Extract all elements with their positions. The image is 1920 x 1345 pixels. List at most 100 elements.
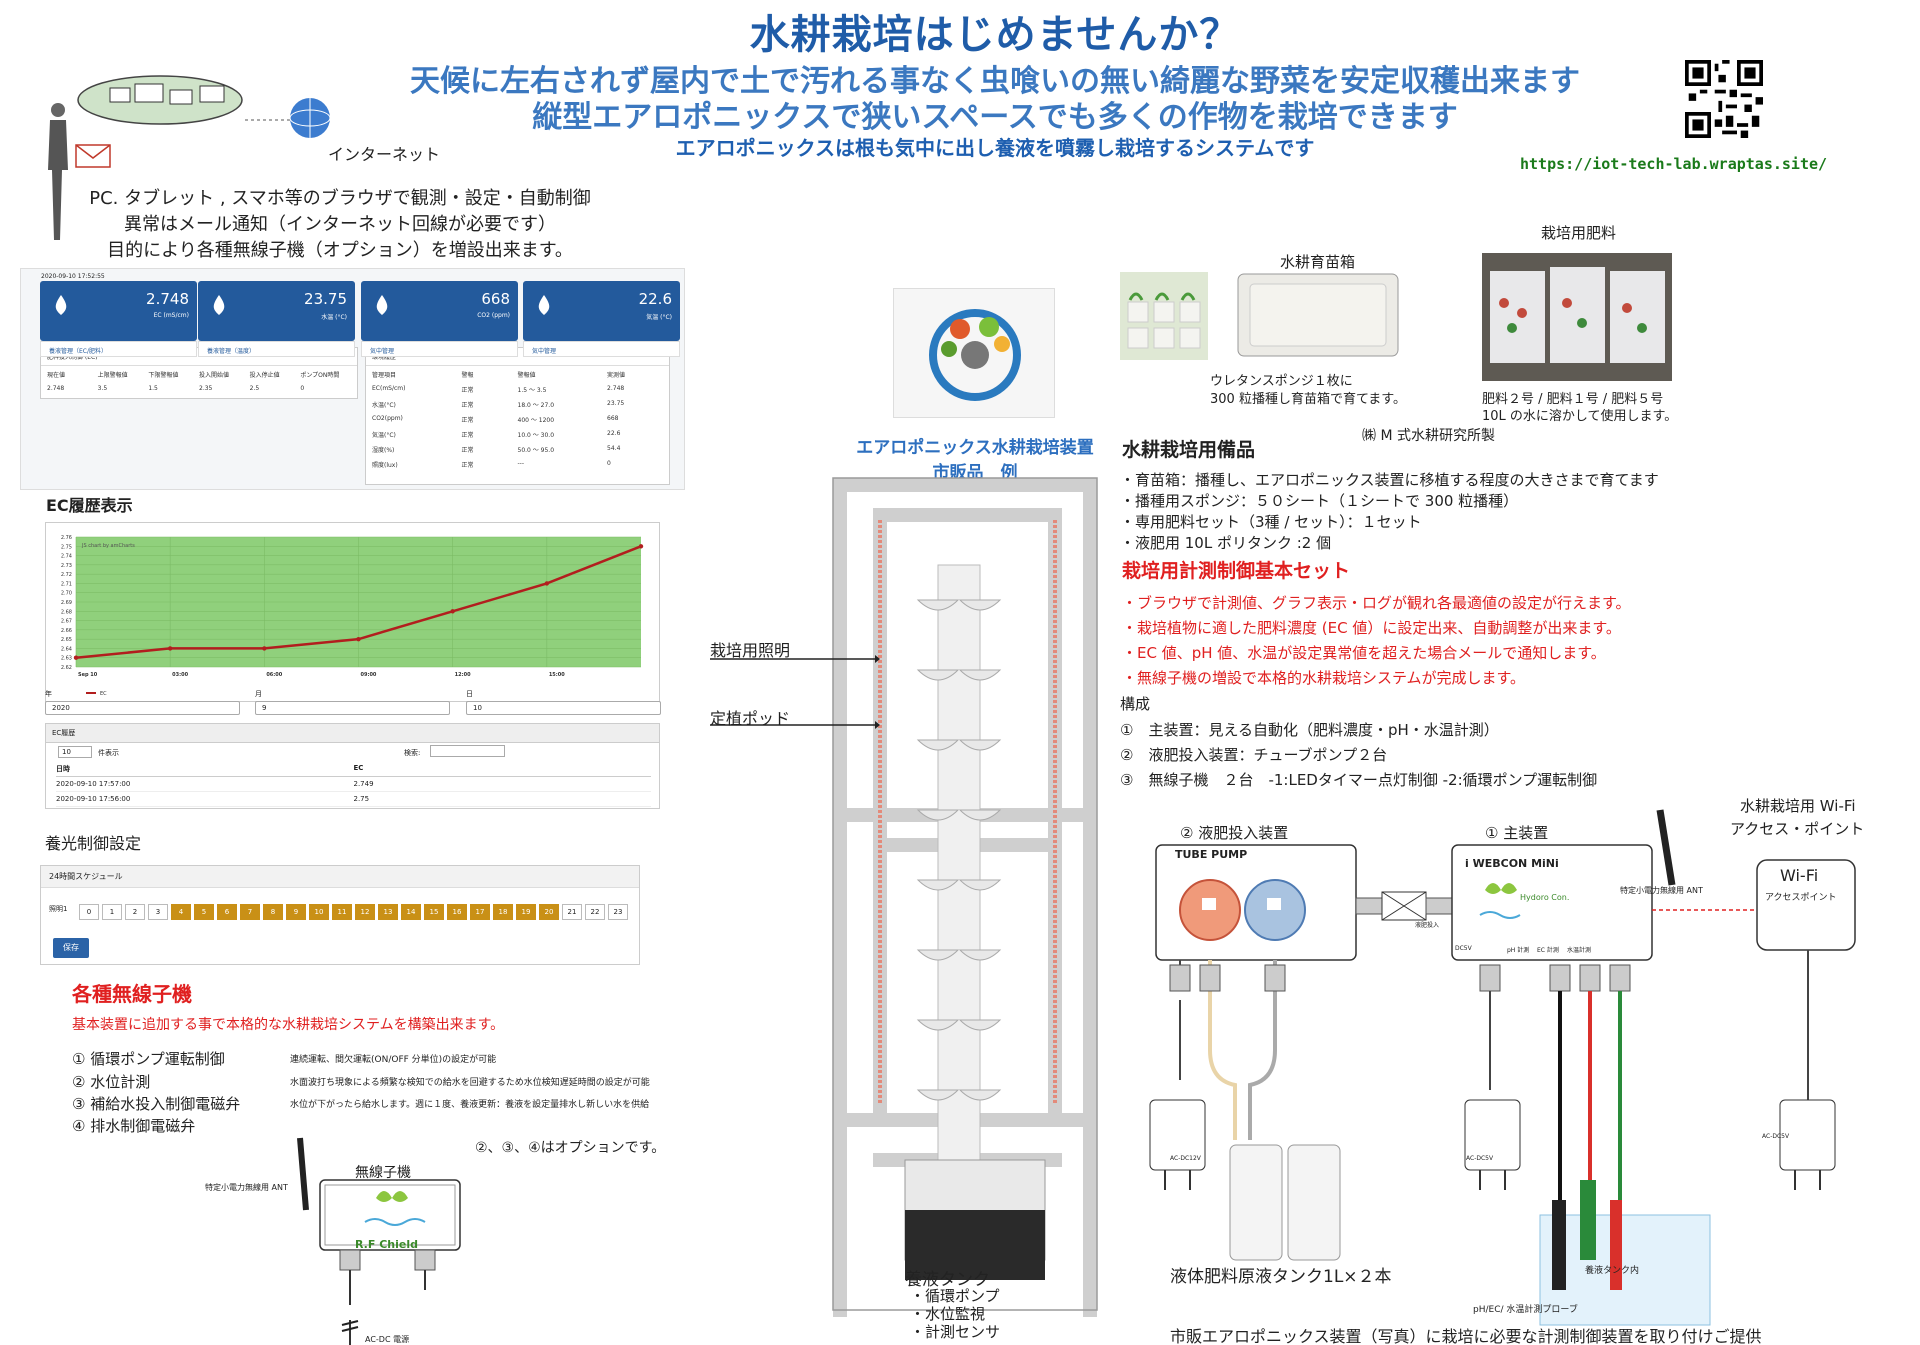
x-tick-label: 09:00 xyxy=(361,672,377,678)
table-row: 2020-09-10 17:56:00 2.75 xyxy=(56,792,651,807)
hour-toggle[interactable]: 5 xyxy=(194,904,214,920)
hour-toggle[interactable]: 14 xyxy=(401,904,421,920)
stat-card-link[interactable]: 気中管理 xyxy=(523,341,680,357)
intro-line-2: 異常はメール通知（インターネット回線が必要です） xyxy=(124,214,556,235)
hour-toggle[interactable]: 2 xyxy=(125,904,145,920)
label-arrows xyxy=(710,655,880,729)
hour-toggle[interactable]: 1 xyxy=(102,904,122,920)
basic-set-item: ・無線子機の増設で本格的水耕栽培システムが完成します。 xyxy=(1122,669,1526,687)
maker-label: ㈱ M 式水耕研究所製 xyxy=(1362,428,1495,444)
sponge-note-2: 300 粒播種し育苗箱で育てます。 xyxy=(1210,392,1406,407)
stat-card-link[interactable]: 気中管理 xyxy=(361,341,518,357)
hour-toggle[interactable]: 4 xyxy=(171,904,191,920)
logo-image xyxy=(893,288,1055,418)
date-select[interactable]: 2020 xyxy=(45,701,240,715)
env-panel-title: 環境履歴 xyxy=(366,348,669,366)
table-cell: 正常 xyxy=(461,417,474,424)
per-page-select[interactable]: 10 xyxy=(58,746,92,758)
supply-item: ・播種用スポンジ：５０シート（１シートで 300 粒播種） xyxy=(1120,492,1519,510)
ec-data-point xyxy=(638,544,644,549)
table-header: 現在値 xyxy=(47,372,66,379)
hour-toggle[interactable]: 11 xyxy=(332,904,352,920)
port-label: DC5V xyxy=(1455,945,1472,952)
wifi-title-2: アクセス・ポイント xyxy=(1730,820,1865,838)
pump-name: TUBE PUMP xyxy=(1175,848,1248,861)
intro-line-1: PC. タブレット , スマホ等のブラウザで観測・設定・自動制御 xyxy=(89,188,591,209)
hour-toggle[interactable]: 15 xyxy=(424,904,444,920)
wireless-item: ① 循環ポンプ運転制御 xyxy=(72,1050,225,1068)
table-cell: 1.5 ～ 3.5 xyxy=(517,387,547,394)
hour-toggle[interactable]: 8 xyxy=(263,904,283,920)
table-cell: 湿度(%) xyxy=(372,447,395,454)
table-cell: 18.0 ～ 27.0 xyxy=(517,402,555,409)
hour-toggle[interactable]: 0 xyxy=(79,904,99,920)
aeroponic-tower-diagram xyxy=(832,477,1098,1317)
network-illustration xyxy=(40,60,360,240)
hour-toggle[interactable]: 22 xyxy=(585,904,605,920)
date-select[interactable]: 9 xyxy=(255,701,450,715)
hour-toggle[interactable]: 10 xyxy=(309,904,329,920)
hour-toggle[interactable]: 16 xyxy=(447,904,467,920)
hour-toggle[interactable]: 20 xyxy=(539,904,559,920)
table-header: ポンプON時間 xyxy=(300,372,340,379)
table-cell: 正常 xyxy=(461,432,474,439)
fert-panel-title: 肥料投入制御 (EC) xyxy=(41,348,357,366)
wireless-item-note: 水位が下がったら給水します。週に１度、養液更新：養液を設定量排水し新しい水を供給 xyxy=(290,1100,650,1110)
y-tick-label: 2.73 xyxy=(61,563,72,569)
supply-item: ・専用肥料セット（3種 / セット）：１セット xyxy=(1120,513,1422,531)
table-cell: 2.75 xyxy=(353,795,370,803)
y-tick-label: 2.69 xyxy=(61,600,72,606)
y-tick-label: 2.63 xyxy=(61,656,72,662)
hour-toggle[interactable]: 17 xyxy=(470,904,490,920)
table-cell: 2020-09-10 17:56:00 xyxy=(56,795,131,803)
legend-label: EC xyxy=(100,691,107,697)
wireless-item: ③ 補給水投入制御電磁弁 xyxy=(72,1095,241,1113)
seedling-photos xyxy=(1120,272,1399,360)
wireless-item-note: 連続運転、間欠運転(ON/OFF 分単位)の設定が可能 xyxy=(290,1055,497,1065)
y-tick-label: 2.64 xyxy=(61,646,72,652)
device-diagram xyxy=(1149,809,1856,1326)
hour-toggle[interactable]: 12 xyxy=(355,904,375,920)
save-button[interactable]: 保存 xyxy=(53,938,89,958)
y-tick-label: 2.72 xyxy=(61,572,72,578)
qr-code-icon[interactable] xyxy=(1685,60,1763,138)
date-select[interactable]: 10 xyxy=(466,701,661,715)
ec-data-point xyxy=(167,646,173,651)
hour-toggle[interactable]: 13 xyxy=(378,904,398,920)
x-tick-label: 06:00 xyxy=(266,672,282,678)
stat-card-link[interactable]: 養液管理（温度） xyxy=(198,341,355,357)
col-ec-header[interactable]: EC xyxy=(353,764,364,772)
hour-toggle[interactable]: 9 xyxy=(286,904,306,920)
intro-line-3: 目的により各種無線子機（オプション）を増設出来ます。 xyxy=(107,240,573,261)
hour-toggle[interactable]: 7 xyxy=(240,904,260,920)
search-label: 検索: xyxy=(404,749,421,757)
search-input[interactable] xyxy=(430,745,505,757)
table-cell: 54.4 xyxy=(607,445,621,452)
hour-toggle[interactable]: 23 xyxy=(608,904,628,920)
ec-table-title: EC履歴 xyxy=(46,724,659,743)
ec-history-heading: EC履歴表示 xyxy=(46,496,133,515)
hour-toggle[interactable]: 18 xyxy=(493,904,513,920)
supply-item: ・育苗箱：播種し、エアロポニックス装置に移植する程度の大きさまで育てます xyxy=(1120,471,1659,489)
config-title: 構成 xyxy=(1120,695,1151,713)
table-cell: 正常 xyxy=(461,462,474,469)
probe-name: pH/EC/ 水温計測プローブ xyxy=(1473,1305,1578,1315)
col-datetime-header[interactable]: 日時 xyxy=(56,765,70,773)
hour-toggle[interactable]: 21 xyxy=(562,904,582,920)
seedling-box-label: 水耕育苗箱 xyxy=(1280,253,1356,271)
x-tick-label: 03:00 xyxy=(172,672,188,678)
table-cell: 1.5 xyxy=(148,385,158,392)
network-illustration-svg xyxy=(48,75,331,240)
stat-card-link[interactable]: 養液管理（EC/肥料） xyxy=(40,341,197,357)
tank-item: ・循環ポンプ xyxy=(910,1287,1000,1305)
table-cell: 2020-09-10 17:57:00 xyxy=(56,780,131,788)
hour-toggle[interactable]: 19 xyxy=(516,904,536,920)
ac-label-3: AC-DC5V xyxy=(1762,1133,1790,1140)
tank-title: 養液タンク xyxy=(905,1270,990,1290)
hour-toggle[interactable]: 6 xyxy=(217,904,237,920)
site-url-link[interactable]: https://iot-tech-lab.wraptas.site/ xyxy=(1520,155,1828,173)
hour-toggle[interactable]: 3 xyxy=(148,904,168,920)
table-cell: EC(mS/cm) xyxy=(372,385,406,392)
